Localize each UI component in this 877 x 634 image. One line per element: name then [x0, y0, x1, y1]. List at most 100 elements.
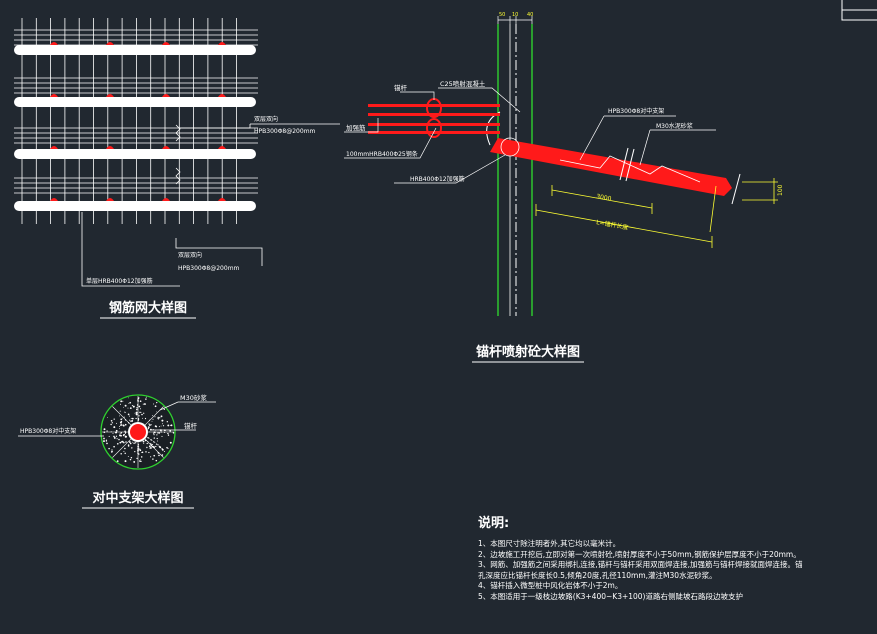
mesh-leaders	[81, 123, 340, 287]
mortar-speckle	[119, 425, 121, 427]
mortar-speckle	[135, 413, 138, 416]
mortar-speckle	[129, 419, 131, 421]
mortar-speckle	[145, 396, 147, 398]
label-reinforce: HRB400Φ12加强筋	[410, 175, 465, 183]
mortar-speckle	[161, 448, 164, 451]
mesh-label-hpb-top: HPB300Φ8@200mm	[254, 128, 316, 135]
mortar-speckle	[113, 418, 115, 420]
mortar-speckle	[133, 442, 135, 444]
centering-detail: M30砂浆 锚杆 HPB300Φ8对中支架 对中支架大样图	[18, 393, 216, 509]
rod-head-circle	[500, 137, 520, 157]
centering-label-hpb: HPB300Φ8对中支架	[20, 427, 76, 435]
mortar-speckle	[160, 415, 163, 418]
mortar-speckle	[148, 423, 150, 425]
mesh-band-mark	[162, 42, 170, 45]
mortar-speckle	[124, 432, 126, 434]
mortar-speckle	[111, 449, 113, 451]
shotcrete-detail: 50 10 40	[344, 12, 784, 363]
mortar-speckle	[146, 442, 148, 445]
mortar-speckle	[134, 412, 136, 414]
mesh-band-mark	[50, 42, 58, 45]
mortar-speckle	[113, 435, 115, 438]
mortar-speckle	[129, 407, 132, 409]
mortar-speckle	[150, 456, 152, 458]
mortar-speckle	[152, 414, 153, 416]
mortar-speckle	[127, 445, 130, 447]
mortar-speckle	[131, 441, 133, 443]
mesh-band	[14, 97, 256, 107]
mesh-band	[14, 201, 256, 211]
label-centering: HPB300Φ8对中支架	[608, 107, 664, 115]
top-dimension	[497, 16, 533, 24]
shotcrete-leaders	[344, 87, 716, 184]
note-line-3: 3、网筋、加强筋之间采用绑扎连接,锚杆与锚杆采用双面焊连接,加强筋与锚杆焊接就面…	[478, 560, 803, 569]
mortar-speckle	[119, 403, 122, 405]
mortar-speckle	[120, 452, 122, 455]
mortar-speckle	[122, 434, 125, 437]
dim-top-40: 40	[527, 12, 533, 18]
mortar-speckle	[142, 403, 144, 405]
mesh-band-mark	[106, 94, 114, 97]
mortar-speckle	[161, 435, 163, 437]
mortar-speckle	[167, 447, 169, 449]
mortar-speckle	[139, 411, 141, 413]
mortar-speckle	[116, 438, 118, 440]
mortar-speckle	[110, 419, 113, 422]
mortar-speckle	[124, 460, 127, 463]
mortar-speckle	[145, 398, 147, 400]
mortar-speckle	[106, 417, 108, 419]
title-block-corner	[841, 0, 877, 21]
steel-strips	[368, 98, 500, 138]
centering-label-mortar: M30砂浆	[180, 393, 207, 402]
mortar-speckle	[139, 448, 141, 450]
mortar-speckle	[140, 411, 142, 414]
mortar-speckle	[123, 406, 125, 408]
mesh-reinforcement-bands	[14, 42, 256, 211]
mortar-speckle	[149, 424, 151, 426]
mortar-speckle	[141, 413, 143, 416]
mesh-band	[14, 45, 256, 55]
mortar-speckle	[103, 440, 105, 443]
mortar-speckle	[154, 405, 157, 408]
mortar-speckle	[139, 400, 142, 403]
mesh-break-lines	[175, 124, 181, 185]
mortar-speckle	[113, 436, 116, 439]
mortar-speckle	[125, 435, 127, 438]
mortar-speckle	[151, 439, 153, 441]
mortar-speckle	[158, 454, 160, 457]
mortar-speckle	[108, 447, 110, 450]
mortar-speckle	[135, 411, 138, 414]
mortar-speckle	[166, 446, 168, 449]
label-stiffener: 加强筋	[346, 123, 366, 132]
mesh-band-mark	[162, 198, 170, 201]
mortar-speckle	[153, 441, 155, 443]
mesh-detail-title: 钢筋网大样图	[109, 300, 187, 316]
label-mortar: M30水泥砂浆	[656, 122, 693, 130]
mortar-speckle	[141, 451, 144, 454]
mortar-speckle	[158, 426, 160, 428]
mortar-speckle	[169, 430, 172, 432]
mortar-speckle	[164, 432, 165, 434]
mortar-speckle	[157, 418, 160, 420]
mortar-speckle	[144, 417, 147, 420]
mortar-speckle	[150, 439, 152, 441]
mortar-speckle	[125, 441, 127, 443]
mortar-speckle	[132, 405, 135, 408]
mortar-speckle	[152, 444, 154, 445]
mortar-speckle	[157, 440, 158, 442]
mortar-speckle	[129, 458, 132, 461]
mortar-speckle	[142, 440, 145, 443]
mesh-band-mark	[106, 42, 114, 45]
mortar-speckle	[159, 417, 161, 419]
mortar-speckle	[106, 430, 108, 432]
mortar-speckle	[157, 416, 159, 419]
mortar-speckle	[119, 432, 121, 434]
mortar-speckle	[131, 419, 134, 422]
mortar-speckle	[163, 450, 165, 453]
mortar-speckle	[155, 445, 157, 448]
mortar-speckle	[124, 447, 126, 450]
mortar-speckle	[141, 452, 142, 453]
mortar-speckle	[119, 421, 122, 424]
mortar-speckle	[155, 443, 158, 445]
